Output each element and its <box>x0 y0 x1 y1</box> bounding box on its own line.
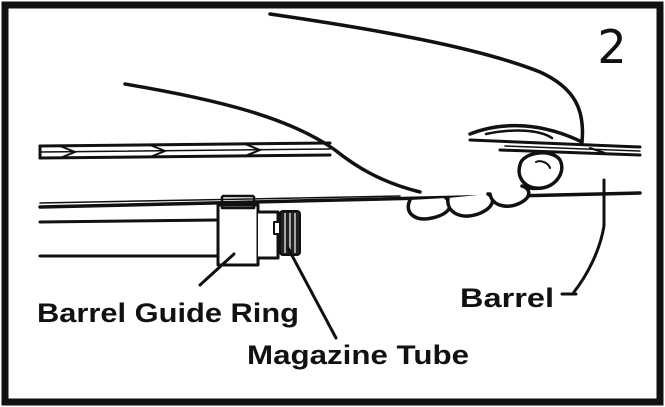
label-barrel-guide-ring: Barrel Guide Ring <box>37 298 299 328</box>
label-barrel: Barrel <box>460 283 554 313</box>
label-magazine-tube: Magazine Tube <box>247 340 469 370</box>
step-number: 2 <box>597 20 626 74</box>
